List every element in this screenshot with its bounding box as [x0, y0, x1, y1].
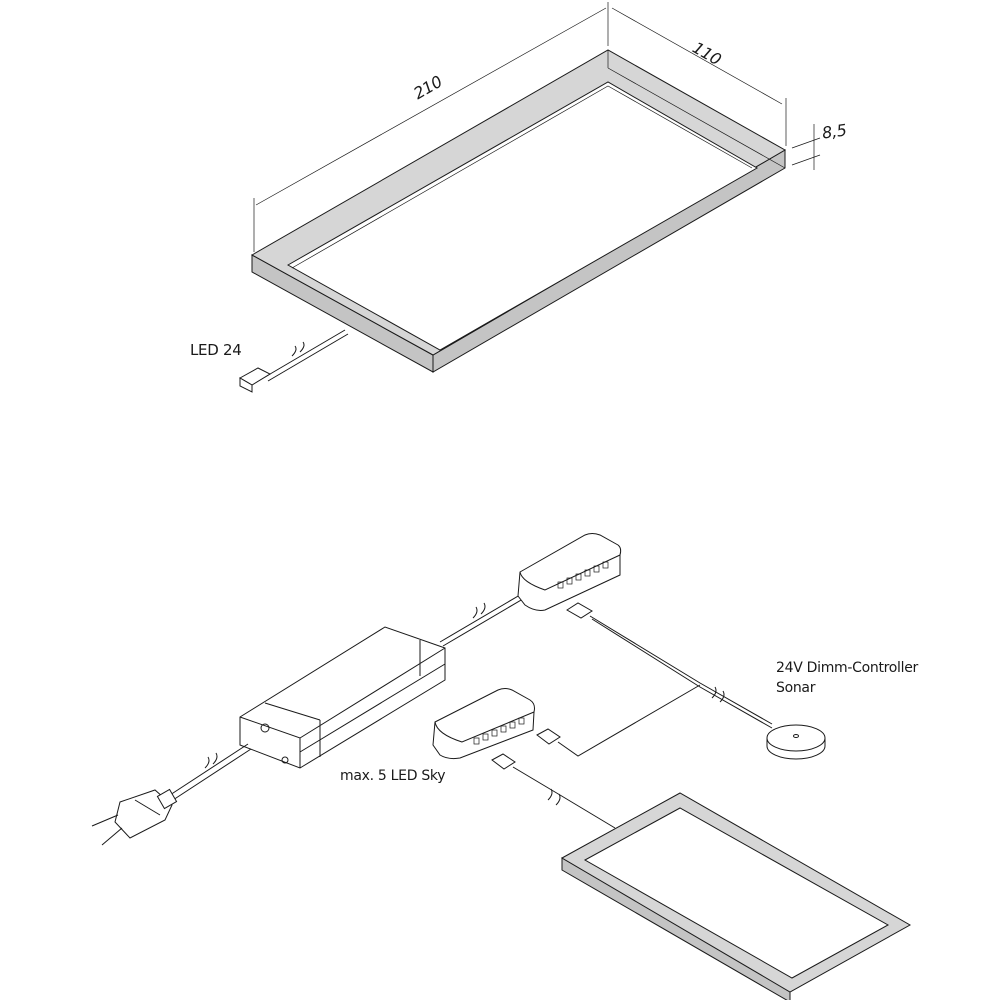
power-driver: [239, 626, 446, 769]
panel-label: LED 24: [190, 341, 242, 359]
sonar-controller: [766, 724, 826, 760]
panel-cable: [238, 329, 349, 393]
dimension-height: 8,5: [820, 120, 848, 143]
mains-cable-plug: [91, 743, 252, 846]
dimension-lines: [253, 2, 821, 252]
controller-label: 24V Dimm-Controller: [776, 660, 919, 676]
distribution-box-2: [432, 688, 535, 760]
max-note: max. 5 LED Sky: [340, 768, 446, 784]
distribution-box-1: [517, 533, 622, 611]
controller-wiring: [491, 602, 773, 829]
cable-driver-box: [439, 591, 529, 647]
led-panel-bottom: [560, 792, 912, 1000]
led-panel-top: [250, 49, 787, 373]
controller-name: Sonar: [776, 680, 816, 696]
